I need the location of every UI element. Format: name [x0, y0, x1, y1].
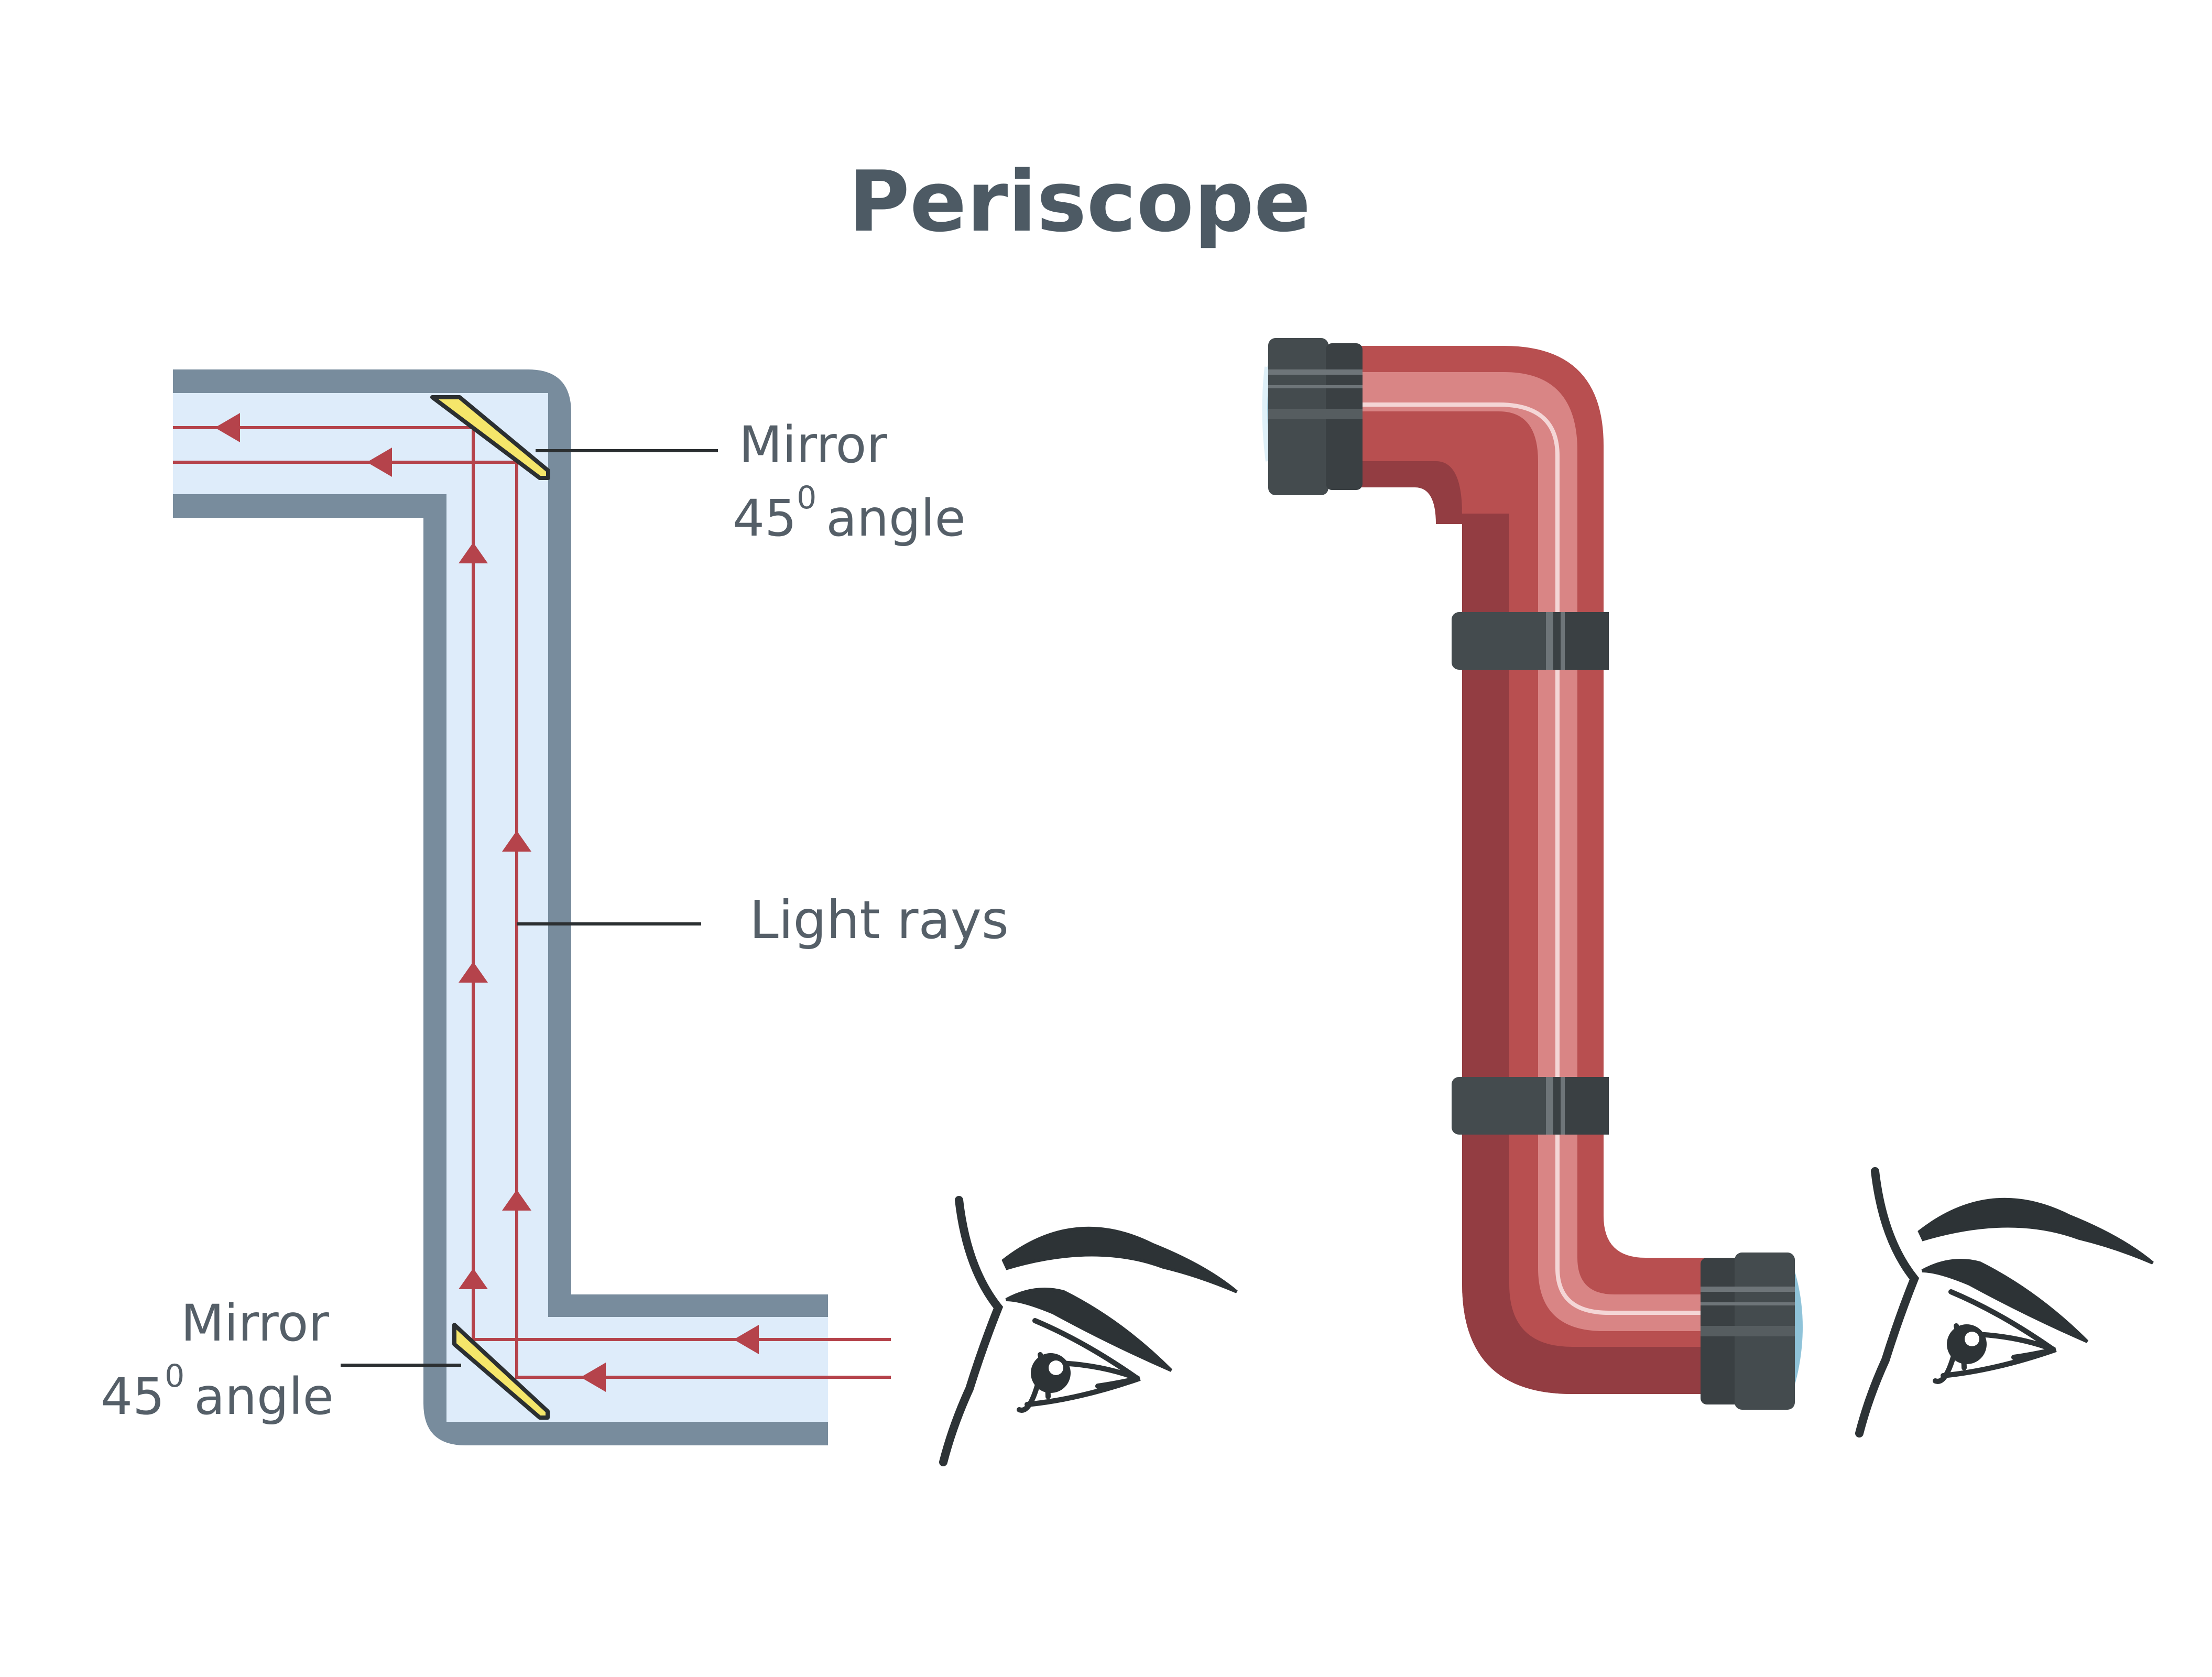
top-eyepiece-cap: [1262, 338, 1363, 495]
light-ray-outer: [173, 426, 891, 1341]
ray-arrow: [459, 542, 488, 563]
pipe-band-upper: [1452, 612, 1609, 670]
label-bottom-mirror: Mirror: [181, 1294, 329, 1353]
label-light-rays: Light rays: [749, 889, 1009, 951]
ray-arrow: [734, 1325, 759, 1354]
ray-arrow: [459, 1268, 488, 1289]
pipe-shadow: [1462, 514, 1714, 1394]
label-bottom-mirror-line1: Mirror: [181, 1294, 329, 1353]
label-top-mirror: Mirror: [739, 416, 887, 474]
mirror-bottom: [452, 1323, 550, 1420]
eye-icon: [939, 1196, 1238, 1466]
ray-arrow: [581, 1363, 606, 1392]
label-degrees: 45: [733, 489, 797, 548]
label-superscript: 0: [797, 480, 816, 516]
label-angle-word: angle: [194, 1367, 333, 1426]
ray-arrow: [367, 448, 392, 477]
label-bottom-mirror-angle: 450 angle: [101, 1358, 334, 1426]
label-angle-word: angle: [826, 489, 965, 548]
label-superscript: 0: [165, 1358, 184, 1395]
ray-arrows: [215, 413, 759, 1392]
pipe-highlight-line: [1352, 402, 1714, 1315]
pipe-band-lower: [1452, 1077, 1609, 1135]
ray-arrow: [215, 413, 240, 442]
ray-arrow: [502, 1190, 531, 1211]
label-top-mirror-angle: 450 angle: [733, 480, 966, 548]
ray-arrow: [459, 962, 488, 983]
label-degrees: 45: [101, 1367, 165, 1426]
eye-icon: [1855, 1167, 2154, 1438]
pipe-shadow-top: [1352, 461, 1462, 524]
bottom-eyepiece-cap: [1701, 1253, 1803, 1410]
pipe-body: [1352, 346, 1714, 1394]
ray-arrow: [502, 831, 531, 852]
light-rays: [173, 426, 891, 1379]
mirror-top: [430, 395, 550, 480]
periscope-3d-illustration: [1262, 338, 2154, 1438]
light-ray-inner: [173, 461, 891, 1379]
label-top-mirror-line1: Mirror: [739, 416, 887, 474]
tube-inside: [173, 393, 828, 1422]
page-title: Periscope: [848, 153, 1311, 251]
